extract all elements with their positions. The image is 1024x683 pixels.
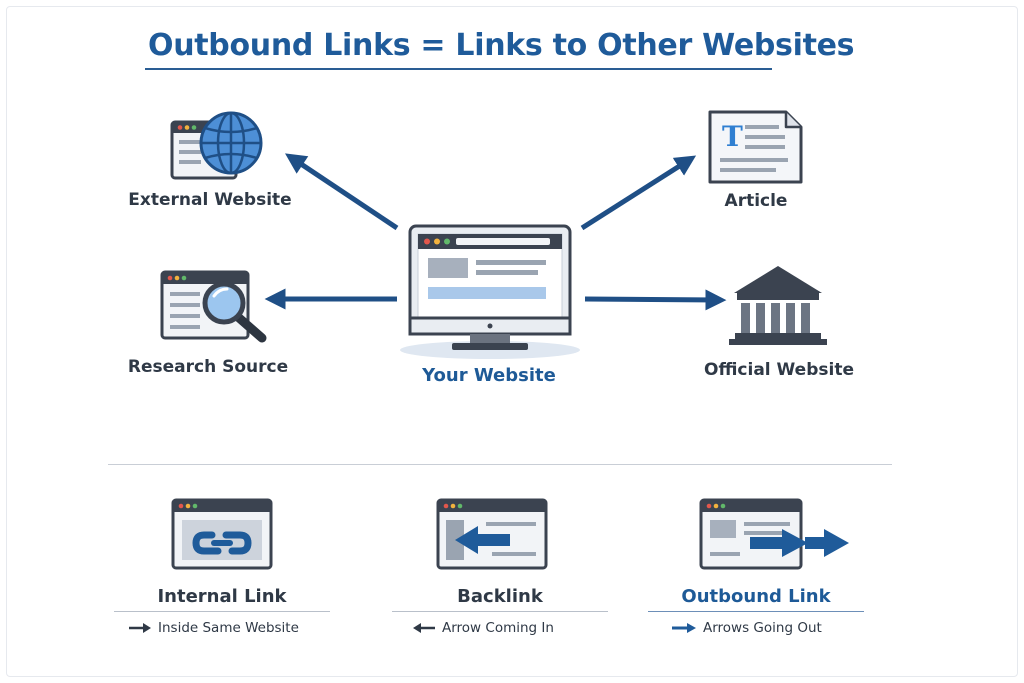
- monitor-icon: [400, 224, 580, 359]
- diagram-frame: [6, 6, 1018, 677]
- legend-title-outbound-link: Outbound Link: [681, 586, 831, 607]
- legend-title-internal-link: Internal Link: [157, 586, 287, 607]
- legend-rule-backlink: [392, 611, 608, 612]
- legend-rule-outbound-link: [648, 611, 864, 612]
- legend-desc-internal-link: Inside Same Website: [128, 620, 299, 636]
- connection-arrows: [264, 153, 727, 311]
- arrow-right-icon: [672, 623, 696, 633]
- arrow-to-article: [580, 155, 697, 231]
- chain-link-icon: [171, 498, 273, 570]
- node-label-article: Article: [724, 191, 788, 211]
- legend-desc-text: Arrows Going Out: [703, 620, 822, 636]
- globe-icon: [170, 111, 263, 180]
- legend-rule-internal-link: [114, 611, 330, 612]
- document-icon: T: [708, 110, 803, 184]
- legend-desc-backlink: Arrow Coming In: [412, 620, 554, 636]
- section-divider: [108, 464, 892, 465]
- node-label-external-website: External Website: [128, 190, 292, 210]
- arrow-to-official-website: [584, 289, 727, 311]
- arrow-to-external-website: [285, 153, 399, 231]
- diagram-title: Outbound Links = Links to Other Websites: [148, 28, 855, 63]
- outgoing-arrow-icon: [699, 498, 849, 570]
- svg-text:T: T: [722, 120, 743, 153]
- legend-title-backlink: Backlink: [457, 586, 543, 607]
- building-icon: [729, 266, 827, 345]
- center-label-your-website: Your Website: [422, 365, 556, 386]
- incoming-arrow-icon: [436, 498, 548, 570]
- arrow-right-icon: [129, 623, 151, 633]
- legend-desc-text: Arrow Coming In: [442, 620, 554, 636]
- legend-desc-text: Inside Same Website: [158, 620, 299, 636]
- arrow-left-icon: [413, 623, 435, 633]
- legend-desc-outbound-link: Arrows Going Out: [671, 620, 822, 636]
- title-underline: [145, 68, 772, 70]
- magnifier-icon: [160, 270, 267, 343]
- node-label-official-website: Official Website: [704, 360, 854, 380]
- node-label-research-source: Research Source: [127, 357, 289, 377]
